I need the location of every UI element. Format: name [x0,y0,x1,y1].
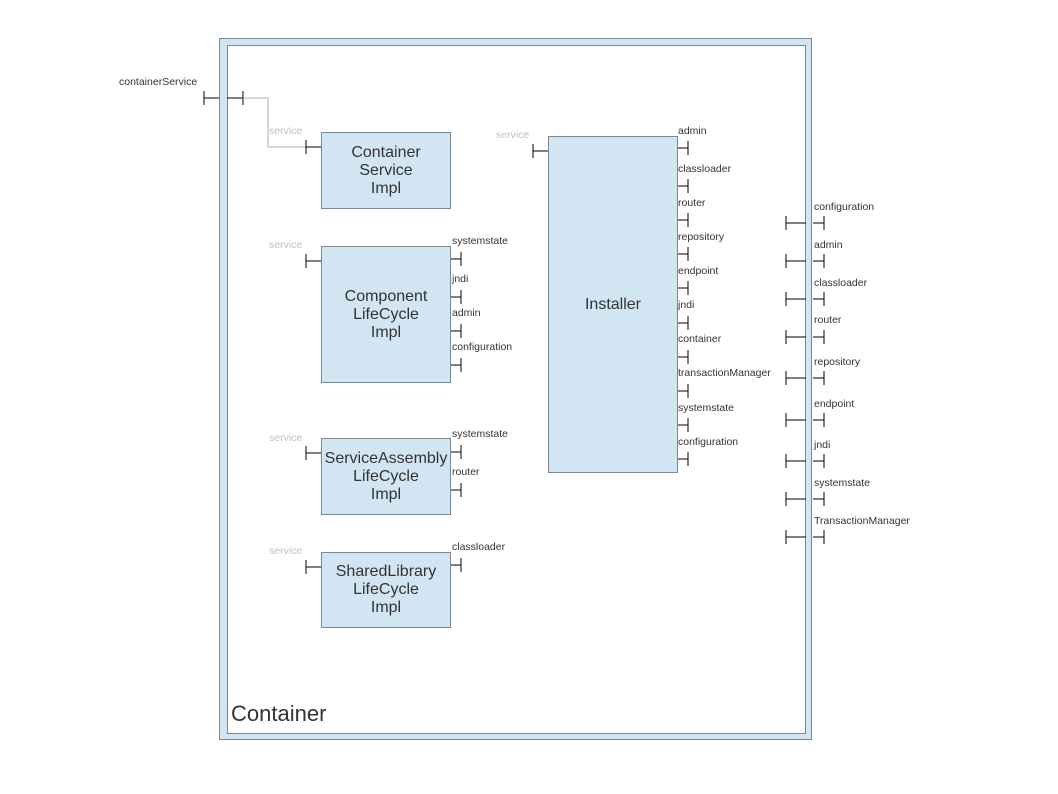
component-shared-library-lifecycle-impl[interactable]: SharedLibrary LifeCycle Impl [321,552,451,628]
container-title: Container [231,701,327,726]
service-port-label: service [496,129,530,141]
port-label-router: router [678,197,706,209]
service-port[interactable] [305,254,321,268]
name-line: ServiceAssembly [324,449,448,467]
component-container-service-impl[interactable]: Container Service Impl [321,132,451,209]
name-line: Installer [584,295,642,313]
name-line: LifeCycle [353,467,419,485]
port-container[interactable] [677,350,689,364]
container-port-TransactionManager[interactable] [785,530,825,544]
port-label-classloader: classloader [452,541,506,553]
service-port[interactable] [305,446,321,460]
name-line: LifeCycle [353,581,419,598]
port-label-systemstate: systemstate [678,402,735,414]
component-name: Container Service Impl [351,144,420,198]
container-port-repository[interactable] [785,371,825,385]
port-label-configuration: configuration [452,341,513,353]
name-line: Container [351,143,421,161]
port-classloader[interactable] [450,558,462,572]
port-router[interactable] [450,483,462,497]
delegation-connector [243,97,306,148]
port-label-systemstate: systemstate [452,235,509,247]
container-port-label-systemstate: systemstate [814,477,871,489]
port-label-container: container [678,333,722,345]
service-port[interactable] [532,144,548,158]
container-port-router[interactable] [785,330,825,344]
container-port-label-router: router [814,314,842,326]
container-port-label-classloader: classloader [814,277,868,289]
name-line: LifeCycle [353,305,419,323]
container-port-endpoint[interactable] [785,413,825,427]
port-admin[interactable] [677,141,689,155]
name-line: Impl [370,323,402,341]
container-port-configuration[interactable] [785,216,825,230]
service-port[interactable] [305,560,321,574]
port-glyphs [305,140,825,574]
name-line: Impl [370,485,402,503]
port-label-admin: admin [678,125,707,137]
port-router[interactable] [677,213,689,227]
service-port-label: service [269,125,303,137]
container-port-admin[interactable] [785,254,825,268]
port-systemstate[interactable] [450,252,462,266]
port-endpoint[interactable] [677,281,689,295]
service-port-label: service [269,239,303,251]
name-line: Component [344,287,428,305]
container-port-label-endpoint: endpoint [814,398,855,410]
service-port-label: service [269,432,303,444]
port-transactionManager[interactable] [677,384,689,398]
component-name: Installer [585,296,641,314]
container-service-external-port[interactable] [203,91,244,105]
container-port-classloader[interactable] [785,292,825,306]
port-jndi[interactable] [450,290,462,304]
port-admin[interactable] [450,324,462,338]
service-port-label: service [269,545,303,557]
port-label-jndi: jndi [678,299,695,311]
component-name: SharedLibrary LifeCycle Impl [336,563,437,617]
port-label-repository: repository [678,231,725,243]
port-classloader[interactable] [677,179,689,193]
container-port-jndi[interactable] [785,454,825,468]
port-label-configuration: configuration [678,436,739,448]
name-line: Impl [370,179,402,197]
component-installer[interactable]: Installer [548,136,678,473]
container-port-label-repository: repository [814,356,861,368]
component-component-lifecycle-impl[interactable]: Component LifeCycle Impl [321,246,451,383]
container-port-label-configuration: configuration [814,201,875,213]
port-configuration[interactable] [450,358,462,372]
name-line: SharedLibrary [335,563,437,580]
name-line: Impl [370,599,402,616]
component-name: Component LifeCycle Impl [345,288,428,342]
port-label-classloader: classloader [678,163,732,175]
container-port-label-jndi: jndi [814,439,831,451]
component-service-assembly-lifecycle-impl[interactable]: ServiceAssembly LifeCycle Impl [321,438,451,515]
port-label-endpoint: endpoint [678,265,719,277]
port-jndi[interactable] [677,316,689,330]
service-port[interactable] [305,140,321,154]
port-label-transaction-manager: transactionManager [678,367,771,379]
port-label-router: router [452,466,480,478]
component-name: ServiceAssembly LifeCycle Impl [325,450,448,504]
port-systemstate[interactable] [450,445,462,459]
port-repository[interactable] [677,247,689,261]
port-label-systemstate: systemstate [452,428,509,440]
port-configuration[interactable] [677,452,689,466]
port-label-jndi: jndi [452,273,469,285]
container-port-label-admin: admin [814,239,843,251]
port-systemstate[interactable] [677,418,689,432]
container-port-label-transaction-manager: TransactionManager [814,515,910,527]
name-line: Service [359,161,413,179]
container-port-systemstate[interactable] [785,492,825,506]
port-label-admin: admin [452,307,481,319]
container-service-port-label: containerService [119,76,198,88]
